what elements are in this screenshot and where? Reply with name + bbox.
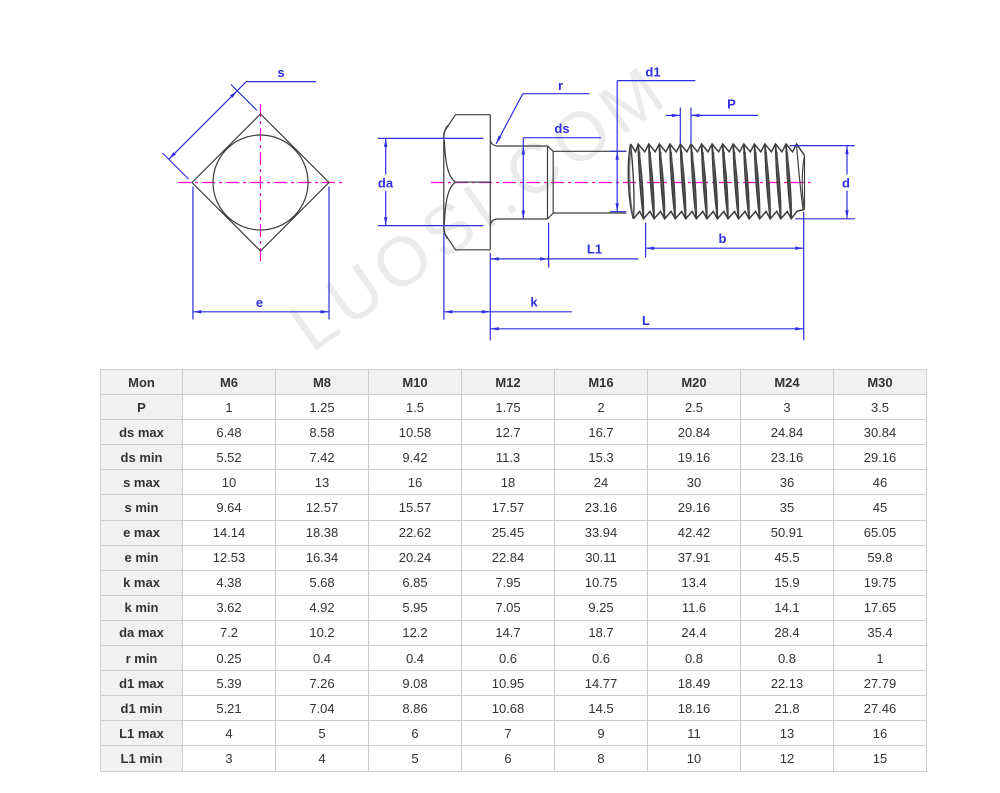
svg-text:L1: L1 [587,242,602,257]
svg-text:LUOSI.COM: LUOSI.COM [276,50,682,366]
svg-text:d: d [842,176,850,191]
svg-text:e: e [256,295,263,310]
svg-text:L: L [642,313,650,328]
svg-text:k: k [530,295,538,310]
svg-text:s: s [277,65,284,80]
svg-text:r: r [558,78,563,93]
svg-text:d1: d1 [645,65,660,80]
svg-text:P: P [727,97,736,112]
svg-text:b: b [719,231,727,246]
svg-text:da: da [378,176,394,191]
svg-text:ds: ds [554,121,569,136]
